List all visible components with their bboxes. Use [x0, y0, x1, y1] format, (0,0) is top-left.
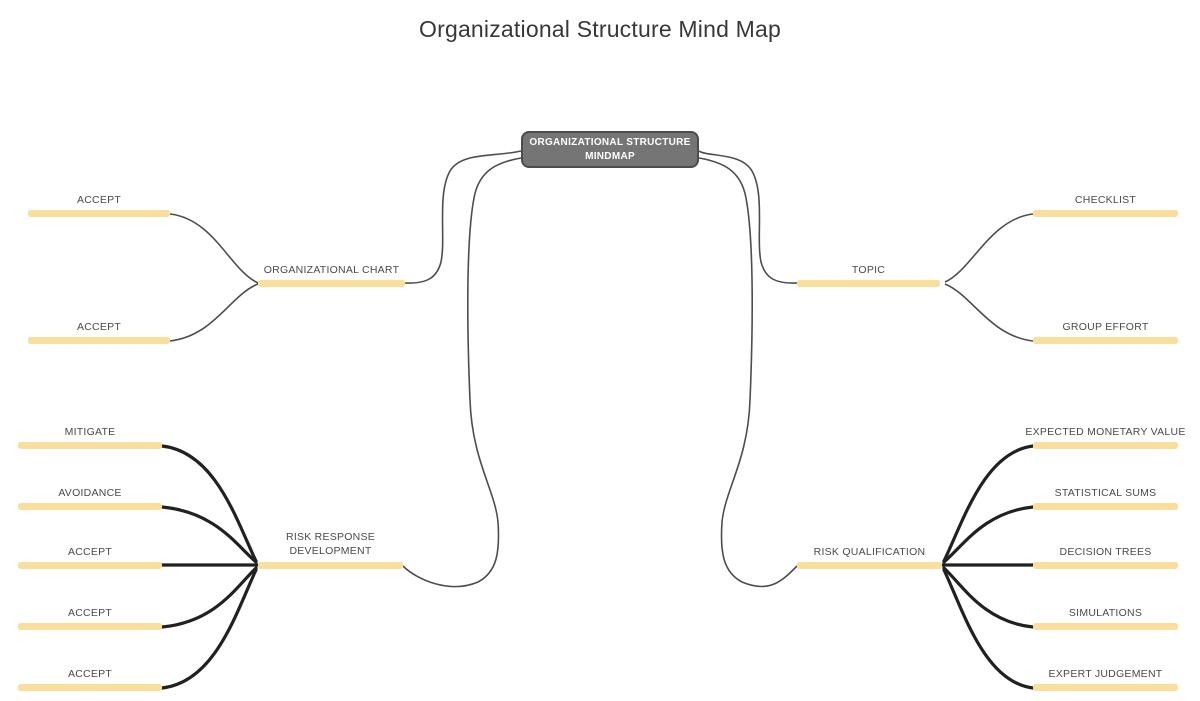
node-bar	[18, 562, 162, 569]
edge-avoidance	[160, 505, 258, 564]
edge-topic-center	[698, 150, 798, 284]
node-label: EXPECTED MONETARY VALUE	[1025, 426, 1186, 438]
node-label: RISK QUALIFICATION	[813, 546, 926, 558]
node-avoidance[interactable]: AVOIDANCE	[18, 487, 162, 510]
node-decision-trees[interactable]: DECISION TREES	[1033, 546, 1178, 569]
node-bar	[18, 684, 162, 691]
node-label: MITIGATE	[64, 426, 116, 438]
node-organizational-chart[interactable]: ORGANIZATIONAL CHART	[258, 264, 405, 287]
node-bar	[1033, 210, 1178, 217]
node-label: ACCEPT	[67, 607, 113, 619]
node-bar	[28, 337, 170, 344]
node-bar	[1033, 562, 1178, 569]
edge-accept-1	[169, 213, 259, 284]
node-label: SIMULATIONS	[1068, 607, 1143, 619]
node-simulations[interactable]: SIMULATIONS	[1033, 607, 1178, 630]
node-bar	[18, 442, 162, 449]
edge-organizational-chart-center	[404, 150, 522, 284]
edge-accept-5	[160, 568, 258, 690]
edge-group-effort	[944, 283, 1034, 342]
node-accept-3[interactable]: ACCEPT	[18, 546, 162, 569]
diagram-title: Organizational Structure Mind Map	[419, 16, 781, 42]
node-risk-qualification[interactable]: RISK QUALIFICATION	[797, 546, 942, 569]
node-bar	[1033, 503, 1178, 510]
node-label: ACCEPT	[76, 321, 122, 333]
node-label: ACCEPT	[76, 194, 122, 206]
node-expert-judgement[interactable]: EXPERT JUDGEMENT	[1033, 668, 1178, 691]
edge-accept-2	[169, 283, 259, 342]
node-label: ACCEPT	[67, 546, 113, 558]
edge-expert-judgement	[942, 568, 1035, 690]
node-expected-monetary-value[interactable]: EXPECTED MONETARY VALUE	[1025, 426, 1185, 449]
node-bar	[18, 623, 162, 630]
node-label: STATISTICAL SUMS	[1054, 487, 1157, 499]
node-label: ORGANIZATIONAL CHART	[263, 264, 400, 276]
edge-expected-monetary-value	[942, 444, 1035, 563]
node-accept-2[interactable]: ACCEPT	[28, 321, 170, 344]
node-bar	[258, 280, 405, 287]
node-group-effort[interactable]: GROUP EFFORT	[1033, 321, 1178, 344]
node-bar	[1033, 623, 1178, 630]
node-checklist[interactable]: CHECKLIST	[1033, 194, 1178, 217]
node-label: RISK RESPONSE DEVELOPMENT	[285, 530, 376, 557]
node-bar	[797, 562, 942, 569]
edge-checklist	[944, 213, 1034, 283]
node-label: GROUP EFFORT	[1062, 321, 1149, 333]
edge-mitigate	[160, 444, 258, 563]
node-bar	[1033, 684, 1178, 691]
node-bar	[28, 210, 170, 217]
node-label: TOPIC	[851, 264, 886, 276]
node-bar	[797, 280, 940, 287]
node-label: CHECKLIST	[1074, 194, 1137, 206]
node-bar	[1033, 337, 1178, 344]
node-label: DECISION TREES	[1059, 546, 1152, 558]
node-mitigate[interactable]: MITIGATE	[18, 426, 162, 449]
central-node[interactable]: ORGANIZATIONAL STRUCTURE MINDMAP	[521, 131, 699, 168]
central-node-label: ORGANIZATIONAL STRUCTURE MINDMAP	[529, 137, 691, 162]
node-bar	[18, 503, 162, 510]
edge-center-risk-qualification	[698, 157, 798, 588]
node-topic[interactable]: TOPIC	[797, 264, 940, 287]
node-bar	[258, 562, 403, 569]
node-label: EXPERT JUDGEMENT	[1048, 668, 1163, 680]
node-accept-4[interactable]: ACCEPT	[18, 607, 162, 630]
edge-accept-4	[160, 566, 258, 629]
node-bar	[1033, 442, 1178, 449]
node-accept-1[interactable]: ACCEPT	[28, 194, 170, 217]
edge-statistical-sums	[942, 505, 1035, 564]
node-label: ACCEPT	[67, 668, 113, 680]
node-statistical-sums[interactable]: STATISTICAL SUMS	[1033, 487, 1178, 510]
node-label: AVOIDANCE	[58, 487, 122, 499]
node-accept-5[interactable]: ACCEPT	[18, 668, 162, 691]
edge-center-risk-response-development	[402, 157, 522, 588]
node-risk-response-development[interactable]: RISK RESPONSE DEVELOPMENT	[258, 531, 403, 569]
edge-simulations	[942, 566, 1035, 629]
